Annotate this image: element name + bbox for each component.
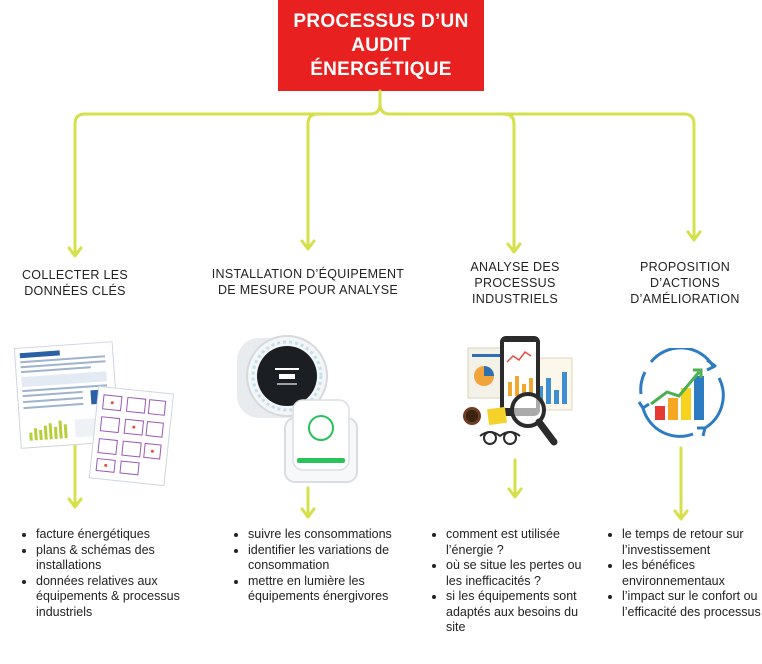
list-item: l’impact sur le confort ou l’efficacité … (622, 589, 762, 620)
list-item: les bénéfices environnementaux (622, 558, 762, 589)
list-item: identifier les variations de consommatio… (248, 543, 413, 574)
column-title-4: PROPOSITION D’ACTIONS D’AMÉLIORATION (615, 259, 755, 307)
list-item: suivre les consommations (248, 527, 413, 543)
list-item: facture énergétiques (36, 527, 221, 543)
column-title-4-line-3: D’AMÉLIORATION (630, 292, 740, 306)
bullet-list-3: comment est utilisée l’énergie ? où se s… (432, 527, 596, 636)
branch-connector-3 (502, 112, 516, 252)
column-title-3: ANALYSE DES PROCESSUS INDUSTRIELS (450, 259, 580, 307)
arrowhead-1a (67, 246, 83, 258)
branch-connector-right (378, 102, 696, 240)
arrowhead-2b (300, 507, 316, 519)
branch-connector-2 (306, 112, 320, 249)
list-item: mettre en lumière les équipements énergi… (248, 574, 413, 605)
diagram-title: PROCESSUS D’UN AUDIT ÉNERGÉTIQUE (278, 0, 484, 91)
bullet-list-1: facture énergétiques plans & schémas des… (22, 527, 221, 620)
list-item: si les équipements sont adaptés aux beso… (446, 589, 596, 636)
column-title-4-line-2: D’ACTIONS (649, 276, 721, 290)
arrowhead-4b (673, 509, 689, 521)
title-line-1: PROCESSUS D’UN (293, 10, 469, 32)
trunk-connector (73, 89, 382, 256)
title-line-2: AUDIT (351, 34, 411, 56)
growth-chart-icon (637, 348, 725, 438)
column-title-1-line-2: DONNÉES CLÉS (24, 284, 126, 298)
bullet-list-4: le temps de retour sur l’investissement … (608, 527, 762, 620)
column-title-1-line-1: COLLECTER LES (21, 268, 129, 282)
arrowhead-3b (507, 487, 523, 499)
list-item: où se situe les pertes ou les inefficaci… (446, 558, 596, 589)
bullet-list-2: suivre les consommations identifier les … (234, 527, 413, 605)
list-item: données relatives aux équipements & proc… (36, 574, 221, 621)
data-analysis-icon (463, 336, 573, 446)
column-title-3-line-1: ANALYSE DES (470, 260, 560, 274)
column-title-3-line-2: PROCESSUS (474, 276, 556, 290)
column-title-4-line-1: PROPOSITION (639, 260, 731, 274)
column-title-2-line-1: INSTALLATION D’ÉQUIPEMENT (211, 267, 405, 281)
list-item: comment est utilisée l’énergie ? (446, 527, 596, 558)
documents-and-plans-icon (13, 341, 175, 487)
title-line-3: ÉNERGÉTIQUE (310, 58, 452, 80)
arrowhead-3a (506, 242, 522, 254)
thermostat-and-energy-meter-icon (237, 335, 358, 483)
column-title-1: COLLECTER LES DONNÉES CLÉS (10, 267, 140, 299)
list-item: plans & schémas des installations (36, 543, 221, 574)
list-item: le temps de retour sur l’investissement (622, 527, 762, 558)
column-title-3-line-3: INDUSTRIELS (472, 292, 558, 306)
arrowhead-1b (67, 497, 83, 509)
arrowhead-2a (300, 239, 316, 251)
column-title-2: INSTALLATION D’ÉQUIPEMENT DE MESURE POUR… (203, 266, 413, 298)
arrowhead-4a (686, 230, 702, 242)
column-title-2-line-2: DE MESURE POUR ANALYSE (217, 283, 399, 297)
